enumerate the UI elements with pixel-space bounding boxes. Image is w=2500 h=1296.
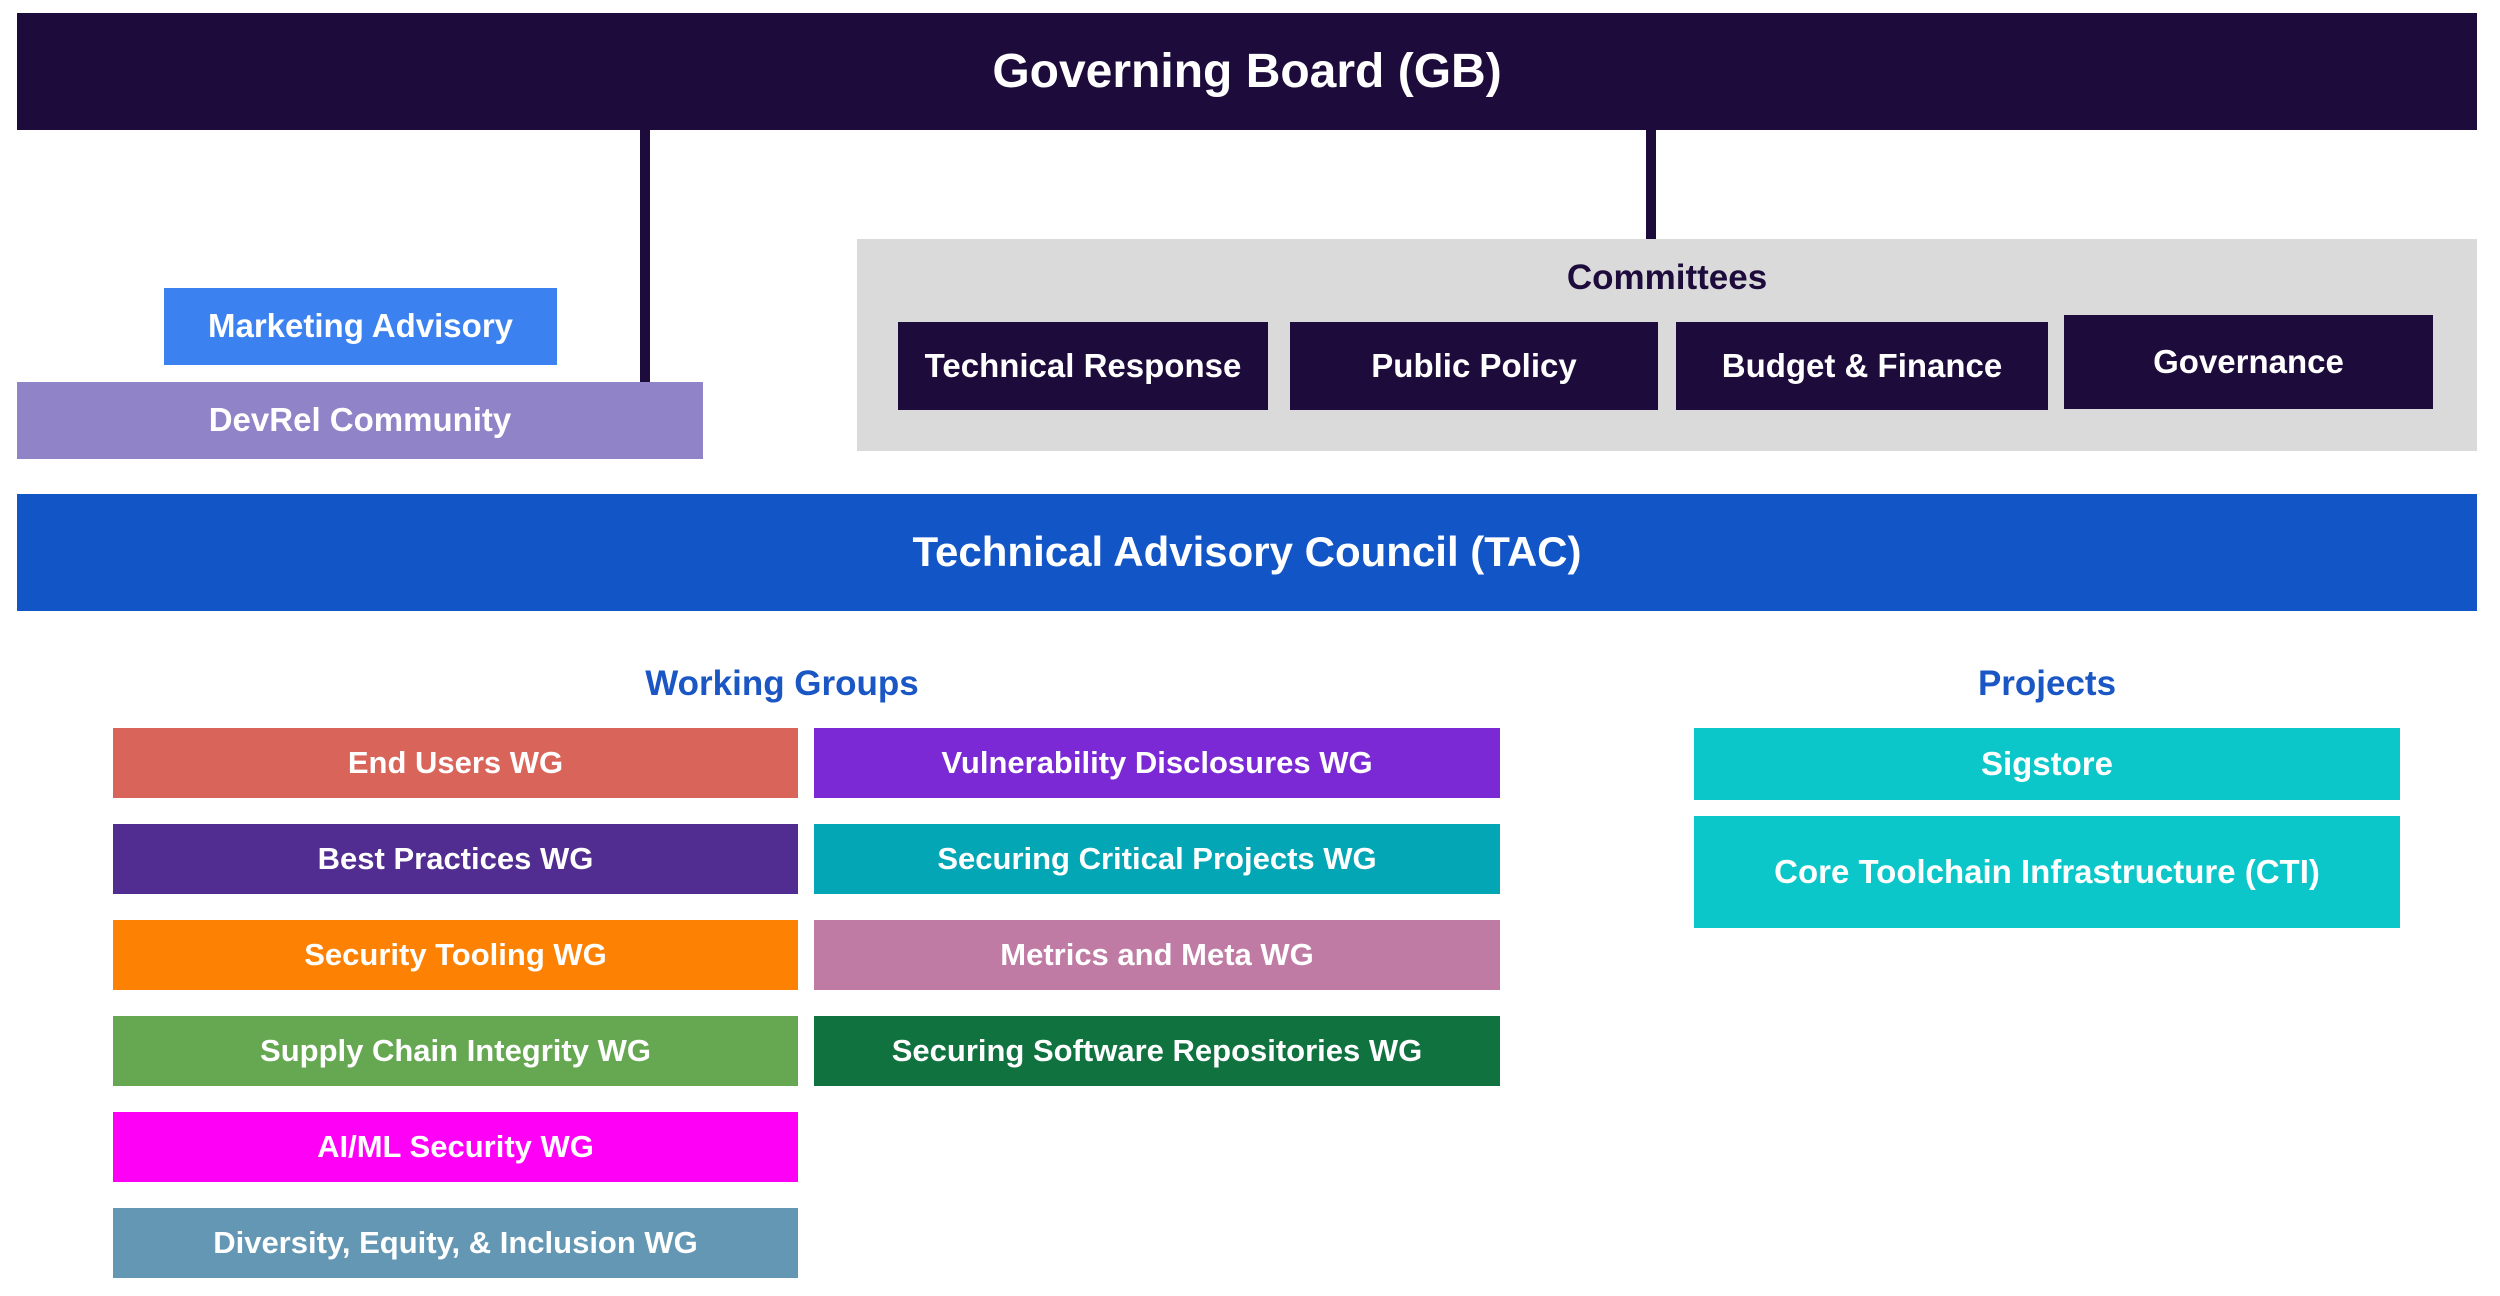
wg-security-tooling[interactable]: Security Tooling WG [113,920,798,990]
wg-diversity-equity-inclusion[interactable]: Diversity, Equity, & Inclusion WG [113,1208,798,1278]
wg-supply-chain-integrity[interactable]: Supply Chain Integrity WG [113,1016,798,1086]
committee-public-policy[interactable]: Public Policy [1290,322,1658,410]
wg-securing-critical-projects[interactable]: Securing Critical Projects WG [814,824,1500,894]
projects-header: Projects [1977,664,2117,703]
wg-vulnerability-disclosures[interactable]: Vulnerability Disclosures WG [814,728,1500,798]
governing-board-bar[interactable]: Governing Board (GB) [17,13,2477,130]
working-groups-header: Working Groups [645,664,919,703]
committee-budget-finance[interactable]: Budget & Finance [1676,322,2048,410]
wg-best-practices[interactable]: Best Practices WG [113,824,798,894]
project-core-toolchain-infrastructure[interactable]: Core Toolchain Infrastructure (CTI) [1694,816,2400,928]
project-sigstore[interactable]: Sigstore [1694,728,2400,800]
technical-advisory-council-bar[interactable]: Technical Advisory Council (TAC) [17,494,2477,611]
connector-line-left [640,128,650,386]
wg-end-users[interactable]: End Users WG [113,728,798,798]
marketing-advisory-box[interactable]: Marketing Advisory [164,288,557,365]
devrel-community-box[interactable]: DevRel Community [17,382,703,459]
wg-metrics-and-meta[interactable]: Metrics and Meta WG [814,920,1500,990]
committees-title: Committees [1566,258,1768,297]
wg-securing-software-repositories[interactable]: Securing Software Repositories WG [814,1016,1500,1086]
connector-line-right [1646,128,1656,242]
committee-technical-response[interactable]: Technical Response [898,322,1268,410]
wg-ai-ml-security[interactable]: AI/ML Security WG [113,1112,798,1182]
committee-governance[interactable]: Governance [2064,315,2433,409]
